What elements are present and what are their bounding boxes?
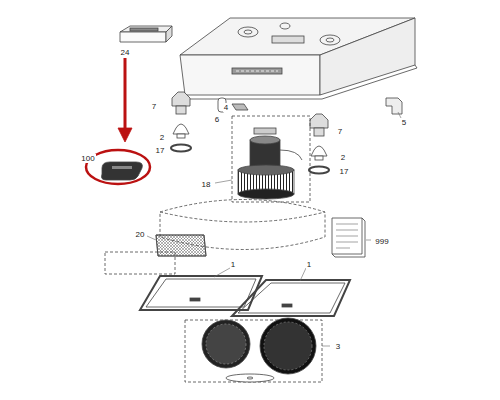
callout-number: 2 (159, 133, 165, 142)
callout-number: 20 (135, 230, 146, 239)
switch (232, 104, 248, 110)
arrowhead (118, 128, 132, 142)
leader-line (147, 112, 401, 346)
hood-body (180, 18, 417, 99)
callout-number: 100 (80, 154, 95, 163)
lamp-socket (172, 92, 328, 136)
callout-number: 6 (214, 115, 220, 124)
callout-number: 17 (155, 146, 166, 155)
callout-number: 18 (201, 180, 212, 189)
callout-number: 1 (306, 260, 312, 269)
damper-part (102, 162, 143, 180)
pointer-arrow (124, 58, 127, 132)
bracket (386, 98, 402, 114)
callout-number: 3 (335, 342, 341, 351)
callout-number: 7 (337, 127, 343, 136)
callout-number: 24 (120, 48, 131, 57)
grease-filter (140, 276, 350, 316)
motor-blower (232, 116, 310, 202)
callout-number: 7 (151, 102, 157, 111)
damper (120, 26, 172, 42)
callout-number: 2 (340, 153, 346, 162)
callout-number: 1 (230, 260, 236, 269)
callout-number: 5 (401, 118, 407, 127)
duct-outline (105, 252, 175, 274)
grille (156, 235, 206, 256)
callout-number: 4 (223, 103, 229, 112)
charcoal-filter (185, 318, 322, 382)
callout-number: 999 (374, 237, 389, 246)
callout-number: 17 (339, 167, 350, 176)
manual (332, 218, 365, 257)
